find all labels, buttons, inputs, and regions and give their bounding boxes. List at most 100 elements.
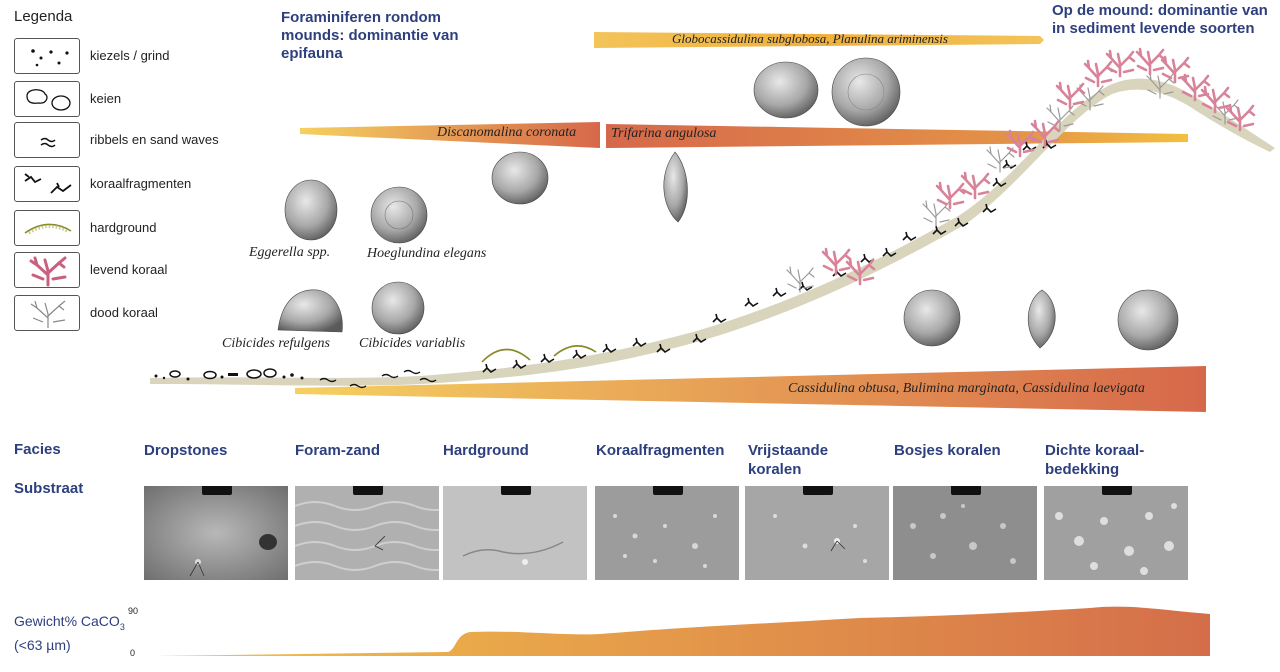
- species-label-cassidulina: Cassidulina obtusa, Bulimina marginata, …: [788, 381, 1145, 396]
- legend-label: koraalfragmenten: [90, 176, 192, 191]
- substrate-photo-dropstones: [144, 486, 288, 580]
- legend-title: Legenda: [14, 8, 73, 25]
- coral-fragment: [882, 247, 897, 258]
- coral-colonies: [786, 47, 1256, 293]
- coral-fragment: [540, 353, 555, 364]
- coral-fragment: [1022, 141, 1037, 152]
- species-label-cibicides-refulgens: Cibicides refulgens: [222, 336, 330, 351]
- foram-globocassidulina-icon: [753, 61, 819, 119]
- coral-fragment: [744, 297, 759, 308]
- living-coral-colony: [960, 171, 991, 200]
- legend-item-coral-fragments: koraalfragmenten: [14, 166, 264, 202]
- coral-fragment: [602, 343, 617, 354]
- species-label-discanomalina: Discanomalina coronata: [437, 125, 577, 140]
- substrate-photo-dichte-koraalbedekking: [1044, 486, 1188, 580]
- foram-cibicides-variablis-icon: [371, 281, 425, 335]
- foram-bulimina-icon: [1027, 289, 1056, 349]
- coral-fragment: [902, 231, 917, 242]
- dead-coral-colony: [986, 146, 1015, 173]
- caco3-label: Gewicht% CaCO3: [14, 613, 125, 632]
- living-coral-colony: [1160, 55, 1191, 84]
- row-label-facies: Facies: [14, 441, 61, 458]
- living-coral-colony: [845, 257, 876, 286]
- wedge-globocassidulina: [594, 32, 1044, 48]
- coral-fragment: [798, 281, 813, 292]
- species-label-eggerella: Eggerella spp.: [249, 245, 331, 260]
- living-coral-colony: [935, 181, 966, 210]
- substrate-photo-bosjes-koralen: [893, 486, 1037, 580]
- legend-label: hardground: [90, 220, 157, 235]
- coral-fragment: [1002, 159, 1017, 170]
- heading-epifauna: Foraminiferen rondom mounds: dominantie …: [281, 9, 459, 62]
- substrate-photo-foram-zand: [295, 486, 439, 580]
- ripples-icon: [14, 122, 80, 158]
- foram-planulina-icon: [831, 57, 901, 127]
- coral-fragment: [932, 225, 947, 236]
- living-coral-colony: [1005, 129, 1036, 158]
- living-coral-colony: [1180, 73, 1211, 102]
- boulders-icon: [14, 81, 80, 117]
- living-coral-colony: [1083, 59, 1114, 88]
- foram-hoeglundina-icon: [370, 186, 428, 244]
- caco3-profile: [155, 606, 1210, 656]
- living-coral-colony: [1030, 119, 1061, 148]
- row-label-substraat: Substraat: [14, 480, 84, 497]
- caco3-ymax: 90: [128, 606, 139, 616]
- living-coral-colony: [1225, 103, 1256, 132]
- caco3-ymin: 0: [130, 648, 136, 658]
- heading-infauna: Op de mound: dominantie van in sediment …: [1052, 2, 1268, 37]
- living-coral-colony: [1200, 85, 1231, 114]
- species-label-trifarina: Trifarina angulosa: [611, 126, 717, 141]
- foram-cassidulina-laevigata-icon: [1117, 289, 1179, 351]
- legend-label: keien: [90, 91, 122, 106]
- hardground-icon: [14, 210, 80, 246]
- pebbles-icon: [14, 38, 80, 74]
- facies-foram-zand: Foram-zand: [295, 442, 381, 459]
- foram-eggerella-icon: [284, 179, 338, 241]
- species-label-hoeglundina: Hoeglundina elegans: [367, 246, 487, 261]
- coral-fragment: [482, 363, 497, 374]
- legend-item-ripples: ribbels en sand waves: [14, 122, 264, 158]
- foram-discanomalina-icon: [491, 151, 549, 205]
- legend-label: levend koraal: [90, 262, 168, 277]
- dead-coral-colony: [786, 266, 815, 293]
- coral-fragment: [572, 349, 587, 360]
- coral-fragments-icon: [14, 166, 80, 202]
- foram-cibicides-refulgens-icon: [277, 289, 343, 333]
- legend-item-hardground: hardground: [14, 210, 264, 246]
- substrate-photo-hardground: [443, 486, 587, 580]
- legend-label: kiezels / grind: [90, 48, 170, 63]
- legend-item-pebbles: kiezels / grind: [14, 38, 264, 74]
- legend-label: dood koraal: [90, 305, 158, 320]
- coral-fragment: [992, 177, 1007, 188]
- coral-fragment: [954, 217, 969, 228]
- living-coral-icon: [14, 252, 80, 288]
- living-coral-colony: [1135, 47, 1166, 76]
- hardground-on-seabed: [481, 345, 597, 363]
- foram-trifarina-icon: [663, 151, 688, 223]
- dead-coral-colony: [1146, 72, 1175, 99]
- species-label-globocassidulina: Globocassidulina subglobosa, Planulina a…: [672, 31, 948, 46]
- foraminifera-images: [277, 57, 1179, 351]
- dead-coral-icon: [14, 295, 80, 331]
- living-coral-colony: [1105, 49, 1136, 78]
- coral-fragment: [512, 359, 527, 370]
- legend-item-boulders: keien: [14, 81, 264, 117]
- species-label-cibicides-variablis: Cibicides variablis: [359, 336, 466, 351]
- ripples-on-seabed: [319, 369, 437, 389]
- legend-label: ribbels en sand waves: [90, 132, 219, 147]
- facies-bosjes-koralen: Bosjes koralen: [894, 442, 1001, 459]
- coral-fragment: [656, 343, 671, 354]
- coral-fragment: [772, 287, 787, 298]
- foram-cassidulina-obtusa-icon: [903, 289, 961, 347]
- facies-koraalfragmenten: Koraalfragmenten: [596, 442, 725, 459]
- living-coral-colony: [821, 247, 852, 276]
- facies-dropstones: Dropstones: [144, 442, 228, 459]
- wedge-cassidulina: [295, 366, 1206, 412]
- legend-item-dead-coral: dood koraal: [14, 295, 264, 331]
- facies-dichte-koraalbedekking: Dichte koraal-bedekking: [1045, 442, 1145, 478]
- coral-fragment: [982, 203, 997, 214]
- coral-fragments-on-seabed: [482, 139, 1057, 374]
